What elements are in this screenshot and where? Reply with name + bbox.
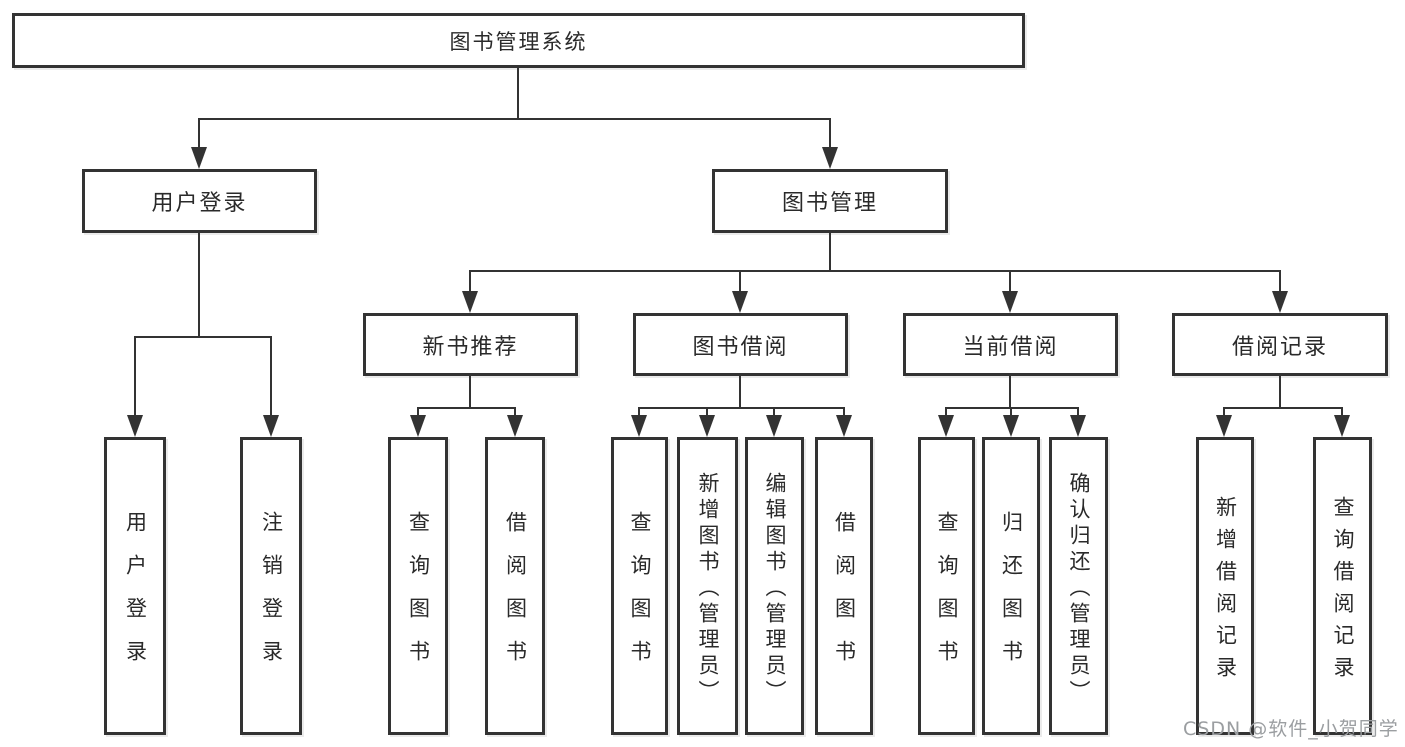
arrow-down: [631, 407, 647, 437]
leaf-user-login-label: 用户登录: [123, 511, 148, 683]
leaf-add-borrow-record-label: 新增借阅记录: [1213, 495, 1238, 688]
arrow-down: [1002, 270, 1018, 313]
leaf-add-books-admin-label: 新增图书（管理员）: [696, 471, 721, 706]
leaf-add-borrow-record: 新增借阅记录: [1196, 437, 1254, 735]
node-new-book-recommendation: 新书推荐: [363, 313, 578, 376]
leaf-borrow-books-recommend: 借阅图书: [485, 437, 545, 735]
node-book-borrowing: 图书借阅: [633, 313, 848, 376]
leaf-query-books-current: 查询图书: [918, 437, 975, 735]
trunk-line: [469, 376, 471, 408]
leaf-edit-books-admin-label: 编辑图书（管理员）: [763, 471, 788, 706]
node-borrowing-records: 借阅记录: [1172, 313, 1388, 376]
trunk-line: [829, 233, 831, 272]
node-root-label: 图书管理系统: [449, 29, 588, 54]
leaf-query-books-current-label: 查询图书: [935, 511, 960, 683]
arrow-down: [1003, 407, 1019, 437]
leaf-edit-books-admin: 编辑图书（管理员）: [745, 437, 804, 735]
arrow-down: [938, 407, 954, 437]
leaf-logout-label: 注销登录: [259, 511, 284, 683]
node-current-borrowing-label: 当前借阅: [962, 334, 1059, 360]
arrow-down: [766, 407, 782, 437]
node-user-login: 用户登录: [82, 169, 317, 233]
trunk-line: [739, 376, 741, 408]
branch-line: [198, 118, 830, 120]
leaf-query-books-borrow-label: 查询图书: [628, 511, 653, 683]
arrow-down: [732, 270, 748, 313]
trunk-line: [1009, 376, 1011, 408]
node-book-management: 图书管理: [712, 169, 948, 233]
arrow-down: [822, 118, 838, 169]
leaf-confirm-return-admin: 确认归还（管理员）: [1049, 437, 1108, 735]
leaf-logout: 注销登录: [240, 437, 302, 735]
branch-line: [134, 336, 272, 338]
arrow-down: [263, 336, 279, 437]
leaf-return-books: 归还图书: [982, 437, 1040, 735]
leaf-borrow-books-recommend-label: 借阅图书: [503, 511, 528, 683]
arrow-down: [462, 270, 478, 313]
trunk-line: [1279, 376, 1281, 408]
leaf-query-books-borrow: 查询图书: [611, 437, 668, 735]
arrow-down: [699, 407, 715, 437]
leaf-query-borrow-record: 查询借阅记录: [1313, 437, 1372, 735]
arrow-down: [410, 407, 426, 437]
branch-line: [638, 407, 845, 409]
trunk-line: [517, 68, 519, 118]
leaf-query-borrow-record-label: 查询借阅记录: [1331, 495, 1356, 688]
leaf-add-books-admin: 新增图书（管理员）: [677, 437, 738, 735]
leaf-confirm-return-admin-label: 确认归还（管理员）: [1067, 471, 1092, 706]
branch-line: [945, 407, 1079, 409]
branch-line: [1223, 407, 1343, 409]
node-book-management-label: 图书管理: [781, 191, 878, 216]
csdn-watermark: CSDN @软件_小贺同学: [1183, 718, 1399, 740]
arrow-down: [1070, 407, 1086, 437]
arrow-down: [1272, 270, 1288, 313]
node-user-login-label: 用户登录: [151, 191, 248, 216]
node-book-borrowing-label: 图书借阅: [692, 334, 789, 360]
leaf-user-login: 用户登录: [104, 437, 166, 735]
branch-line: [417, 407, 516, 409]
leaf-borrow-books-label: 借阅图书: [832, 511, 857, 683]
arrow-down: [191, 118, 207, 169]
node-new-book-recommendation-label: 新书推荐: [422, 334, 519, 360]
node-root: 图书管理系统: [12, 13, 1025, 68]
leaf-borrow-books: 借阅图书: [815, 437, 873, 735]
trunk-line: [198, 233, 200, 336]
node-current-borrowing: 当前借阅: [903, 313, 1118, 376]
leaf-query-books-recommend: 查询图书: [388, 437, 448, 735]
leaf-query-books-recommend-label: 查询图书: [406, 511, 431, 683]
arrow-down: [836, 407, 852, 437]
arrow-down: [1334, 407, 1350, 437]
leaf-return-books-label: 归还图书: [999, 511, 1024, 683]
node-borrowing-records-label: 借阅记录: [1231, 334, 1328, 360]
branch-line: [469, 270, 1281, 272]
arrow-down: [1216, 407, 1232, 437]
arrow-down: [507, 407, 523, 437]
arrow-down: [127, 336, 143, 437]
